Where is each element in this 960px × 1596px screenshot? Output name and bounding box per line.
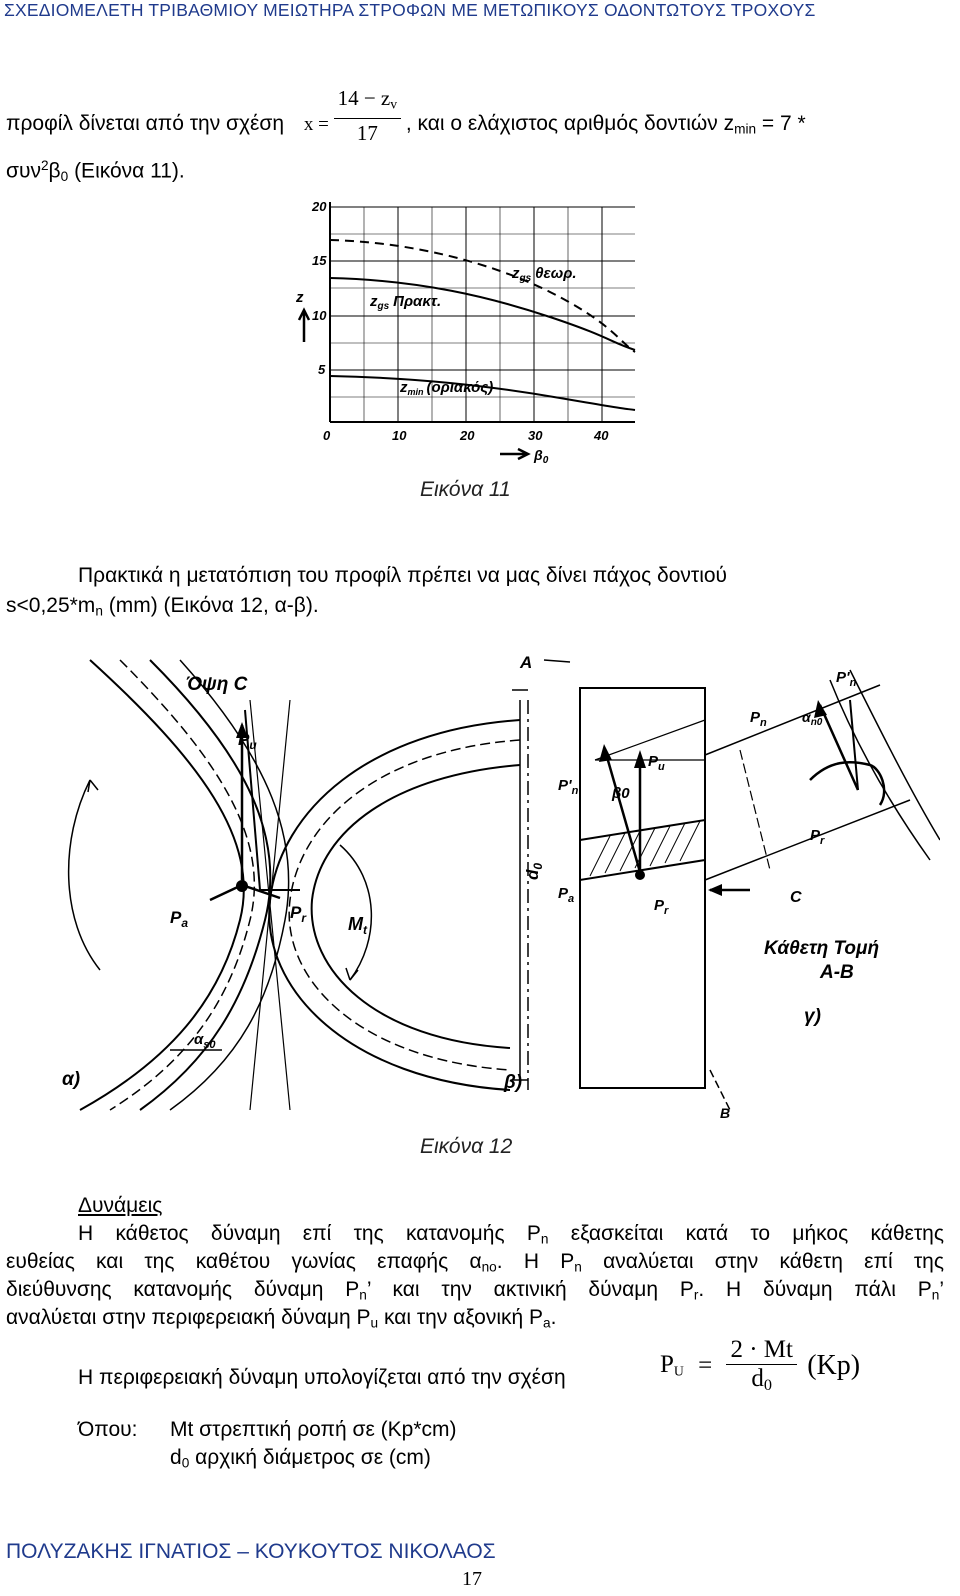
footer-authors: ΠΟΛΥΖΑΚΗΣ ΙΓΝΑΤΙΟΣ – ΚΟΥΚΟΥΤΟΣ ΝΙΚΟΛΑΟΣ bbox=[6, 1540, 496, 1563]
para2-line-2: s<0,25*mn (mm) (Εικόνα 12, α-β). bbox=[6, 594, 319, 619]
label-alpha-s0: αs0 bbox=[194, 1031, 216, 1051]
label-A: A bbox=[519, 653, 532, 672]
formula-numerator: 2 · Mt bbox=[726, 1336, 797, 1365]
label-view-c: Όψη C bbox=[186, 674, 248, 695]
label-mt: Mt bbox=[348, 914, 368, 937]
curve-practical bbox=[329, 277, 636, 351]
intro-line-1: προφίλ δίνεται από την σχέση x = 14 − zv… bbox=[6, 86, 806, 147]
label-alpha-n0: αn0 bbox=[802, 709, 823, 728]
formula-x: x = 14 − zv 17 bbox=[303, 86, 406, 145]
para2-line-1: Πρακτικά η μετατόπιση του προφίλ πρέπει … bbox=[78, 564, 728, 587]
x-tick-30: 30 bbox=[528, 428, 543, 443]
formula-fraction: 2 · Mt d0 bbox=[726, 1336, 797, 1395]
label-section-title-1: Κάθετη Τομή bbox=[764, 938, 879, 959]
label-part-g: γ) bbox=[804, 1006, 821, 1027]
x-tick-10: 10 bbox=[392, 428, 407, 443]
forces-line-1: Η κάθετος δύναμη επί της κατανομής Pn εξ… bbox=[78, 1222, 944, 1247]
label-B: B bbox=[720, 1105, 730, 1121]
x-axis-label: β0 bbox=[533, 447, 549, 466]
formula-eq: = bbox=[698, 1351, 713, 1379]
view-g-section bbox=[704, 669, 940, 881]
label-pr-a: Pr bbox=[290, 903, 307, 925]
label-pu-b: Pu bbox=[648, 753, 665, 773]
y-tick-15: 15 bbox=[312, 253, 327, 268]
label-pr-g: Pr bbox=[810, 827, 825, 847]
label-pn-prime-g: P'n bbox=[836, 669, 857, 689]
label-d0: d0 bbox=[523, 863, 545, 880]
label-pn: Pn bbox=[750, 709, 767, 729]
y-axis-label: z bbox=[295, 289, 304, 306]
label-C: C bbox=[790, 889, 802, 906]
view-b-body bbox=[512, 659, 731, 1111]
arrow-pn-prime bbox=[603, 749, 642, 873]
formula-denominator: d0 bbox=[751, 1365, 773, 1395]
intro-text-c: = 7 * bbox=[756, 112, 806, 136]
label-pu-a: Pu bbox=[238, 730, 257, 752]
x-axis-arrow bbox=[500, 447, 531, 461]
label-pa-a: Pa bbox=[170, 908, 188, 930]
formula-x-numerator: 14 − zv bbox=[333, 84, 402, 120]
formula-intro: Η περιφερειακή δύναμη υπολογίζεται από τ… bbox=[78, 1366, 566, 1389]
curve-theoretical bbox=[329, 239, 636, 353]
where-item-1: Mt στρεπτική ροπή σε (Kp*cm) bbox=[170, 1418, 457, 1441]
formula-x-denominator: 17 bbox=[356, 121, 378, 146]
running-header: ΣΧΕΔΙΟΜΕΛΕΤΗ ΤΡΙΒΑΘΜΙΟΥ ΜΕΙΩΤΗΡΑ ΣΤΡΟΦΩΝ… bbox=[4, 0, 816, 20]
y-tick-10: 10 bbox=[312, 308, 327, 323]
label-section-title-2: A-B bbox=[819, 962, 854, 983]
intro-text-a: προφίλ δίνεται από την σχέση bbox=[6, 112, 285, 136]
where-item-2: d0 αρχική διάμετρος σε (cm) bbox=[170, 1446, 431, 1471]
forces-line-4: αναλύεται στην περιφερειακή δύναμη Pu κα… bbox=[6, 1306, 557, 1331]
formula-x-fraction: 14 − zv 17 bbox=[333, 84, 402, 147]
figure-12-caption: Εικόνα 12 bbox=[420, 1135, 513, 1158]
forces-line-2: ευθείας και της καθέτου γωνίας επαφής αn… bbox=[6, 1250, 944, 1275]
formula-unit: (Kp) bbox=[807, 1349, 861, 1381]
intro-line-2: συν2β0 (Εικόνα 11). bbox=[6, 158, 185, 184]
label-part-b: β) bbox=[503, 1072, 522, 1093]
arrow-pn bbox=[818, 704, 860, 791]
grid bbox=[330, 206, 635, 422]
formula-lhs: PU bbox=[660, 1351, 684, 1379]
x-tick-20: 20 bbox=[459, 428, 475, 443]
hatch-section bbox=[589, 820, 701, 877]
figure-11-caption: Εικόνα 11 bbox=[420, 478, 511, 501]
x-tick-40: 40 bbox=[593, 428, 609, 443]
y-tick-20: 20 bbox=[311, 199, 327, 214]
label-pr-b: Pr bbox=[654, 897, 669, 917]
contact-point-a bbox=[236, 880, 248, 892]
y-tick-0: 0 bbox=[323, 428, 331, 443]
y-tick-5: 5 bbox=[318, 362, 326, 377]
intro-text-b: , και ο ελάχιστος αριθμός δοντιών z bbox=[405, 112, 735, 136]
label-minimum: zmin(οριακός) bbox=[399, 379, 493, 397]
label-pa-b: Pa bbox=[558, 885, 574, 905]
zmin-sub: min bbox=[734, 121, 757, 137]
forces-heading: Δυνάμεις bbox=[78, 1194, 163, 1217]
page-number: 17 bbox=[462, 1568, 482, 1590]
view-a-gears bbox=[67, 659, 521, 1111]
y-axis-arrow bbox=[297, 307, 311, 342]
forces-line-3: διεύθυνσης κατανομής δύναμη Pn’ και την … bbox=[6, 1278, 944, 1303]
label-part-a: α) bbox=[62, 1069, 80, 1090]
label-beta0: β0 bbox=[611, 785, 630, 802]
formula-pu: PU = 2 · Mt d0 (Kp) bbox=[660, 1336, 860, 1395]
where-label: Όπου: bbox=[78, 1418, 138, 1441]
figure-12-diagram: Όψη C Pu Pa Pr Mt αs0 α) A B C d0 P'n Pu… bbox=[62, 653, 940, 1121]
curve-minimum bbox=[329, 375, 636, 411]
formula-x-lhs: x = bbox=[303, 114, 329, 136]
label-pn-prime-b: P'n bbox=[558, 777, 579, 797]
